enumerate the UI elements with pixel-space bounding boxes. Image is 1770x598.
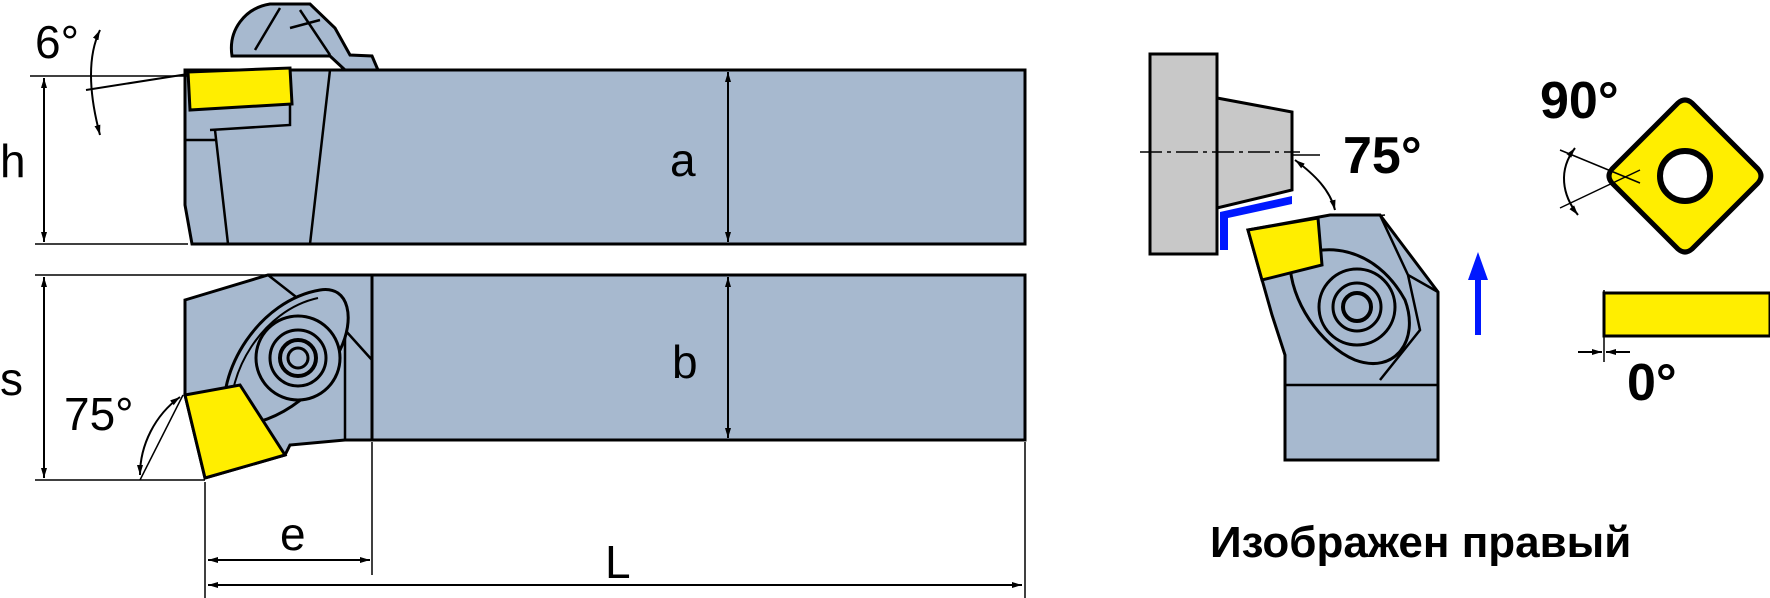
dim-s-label: s — [0, 353, 23, 405]
angle-clearance-label: 0° — [1627, 354, 1677, 412]
insert-hole — [1657, 148, 1713, 204]
machined-surface — [1220, 196, 1292, 250]
side-view — [30, 2, 1027, 246]
dim-L-label: L — [605, 536, 631, 588]
angle-approach-label: 75° — [1343, 127, 1422, 185]
insert-plan — [183, 383, 288, 480]
clamp-head — [229, 2, 381, 72]
insert-side — [186, 66, 294, 112]
insert-geometry — [1559, 97, 1770, 362]
shank-plan — [370, 273, 1027, 442]
angle-corner-label: 90° — [1540, 72, 1619, 130]
caption: Изображен правый — [1210, 518, 1631, 567]
dim-h-label: h — [0, 135, 26, 187]
plan-view — [35, 273, 1027, 598]
workpiece — [1148, 52, 1219, 256]
dim-b-label: b — [672, 336, 698, 388]
dim-a-label: a — [670, 134, 696, 186]
angle-6-label: 6° — [35, 16, 79, 68]
tool-insert — [1246, 216, 1324, 282]
shank-side — [183, 68, 1027, 246]
machining-schematic — [1140, 52, 1488, 462]
dim-e-label: e — [280, 508, 306, 560]
angle-75-side-label: 75° — [64, 388, 134, 440]
insert-side-profile — [1602, 291, 1770, 338]
